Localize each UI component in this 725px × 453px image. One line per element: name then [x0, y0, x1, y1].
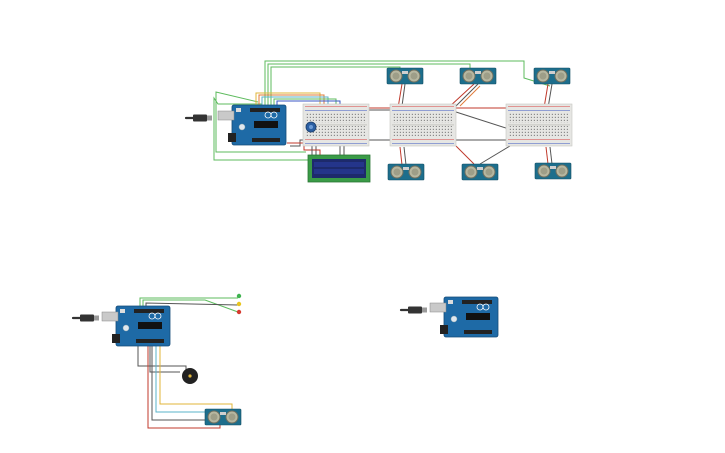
- breadboard-middle[interactable]: [389, 103, 457, 147]
- main-circuit: [184, 60, 573, 183]
- ultrasonic-sensor-icon[interactable]: [387, 163, 425, 181]
- standalone-circuit: [399, 296, 499, 338]
- ultrasonic-sensor-icon[interactable]: [204, 408, 242, 426]
- led-icon[interactable]: [236, 293, 242, 299]
- led-icon[interactable]: [236, 309, 242, 315]
- usb-plug-icon: [184, 113, 214, 123]
- usb-plug-icon: [71, 313, 101, 323]
- ultrasonic-sensor-icon[interactable]: [459, 67, 497, 85]
- arduino-uno-main[interactable]: [217, 104, 287, 146]
- ultrasonic-sensor-icon[interactable]: [534, 162, 572, 180]
- led-icon[interactable]: [236, 301, 242, 307]
- ultrasonic-sensor-icon[interactable]: [461, 163, 499, 181]
- usb-plug-icon: [399, 305, 429, 315]
- potentiometer-icon[interactable]: [305, 121, 317, 133]
- ultrasonic-sensor-icon[interactable]: [386, 67, 424, 85]
- breadboard-right[interactable]: [505, 103, 573, 147]
- lcd-16x2-display[interactable]: [307, 154, 371, 183]
- arduino-uno-buzzer[interactable]: [101, 305, 171, 347]
- arduino-uno-standalone[interactable]: [429, 296, 499, 338]
- ultrasonic-sensor-icon[interactable]: [533, 67, 571, 85]
- buzzer-circuit: [71, 293, 242, 429]
- piezo-buzzer-icon[interactable]: [182, 368, 198, 384]
